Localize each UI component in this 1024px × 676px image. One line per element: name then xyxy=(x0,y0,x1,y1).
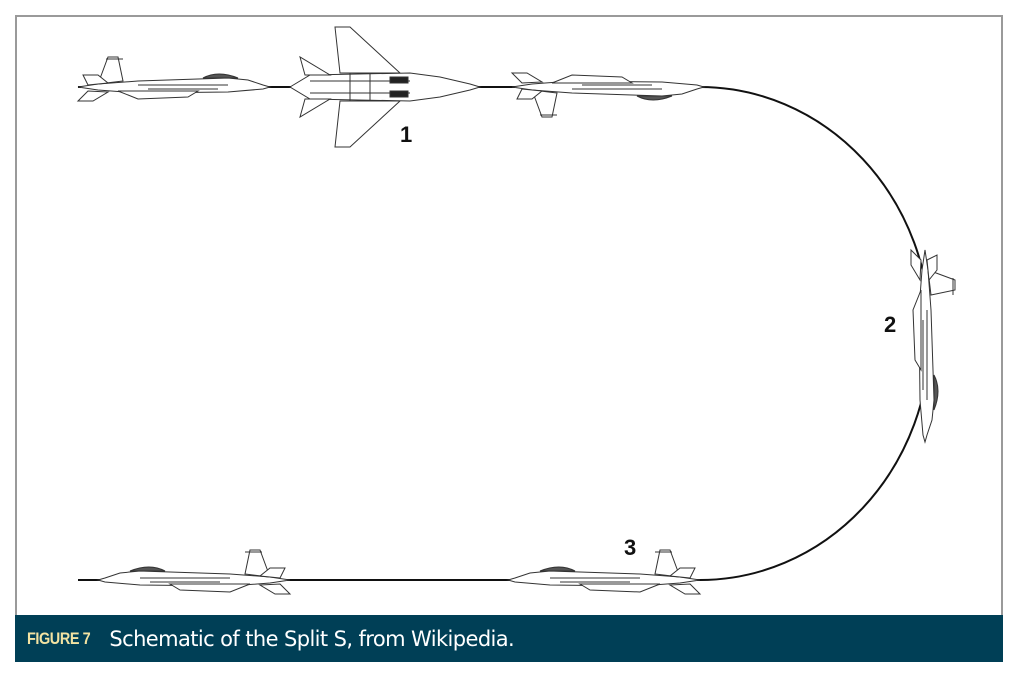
flight-path xyxy=(78,86,932,581)
label-2: 2 xyxy=(884,312,896,337)
aircraft-rolling-icon xyxy=(289,26,481,148)
figure-frame xyxy=(15,15,1003,615)
caption-tag: FIGURE 7 xyxy=(27,628,91,648)
label-3: 3 xyxy=(624,535,636,560)
aircraft-recovery-icon xyxy=(507,549,701,595)
aircraft-inverted-icon xyxy=(511,72,705,118)
figure-caption: FIGURE 7 Schematic of the Split S, from … xyxy=(15,615,1003,662)
aircraft-level-start-icon xyxy=(77,56,271,102)
caption-text: Schematic of the Split S, from Wikipedia… xyxy=(109,626,515,651)
aircraft-level-exit-icon xyxy=(97,549,291,595)
label-1: 1 xyxy=(400,122,412,147)
